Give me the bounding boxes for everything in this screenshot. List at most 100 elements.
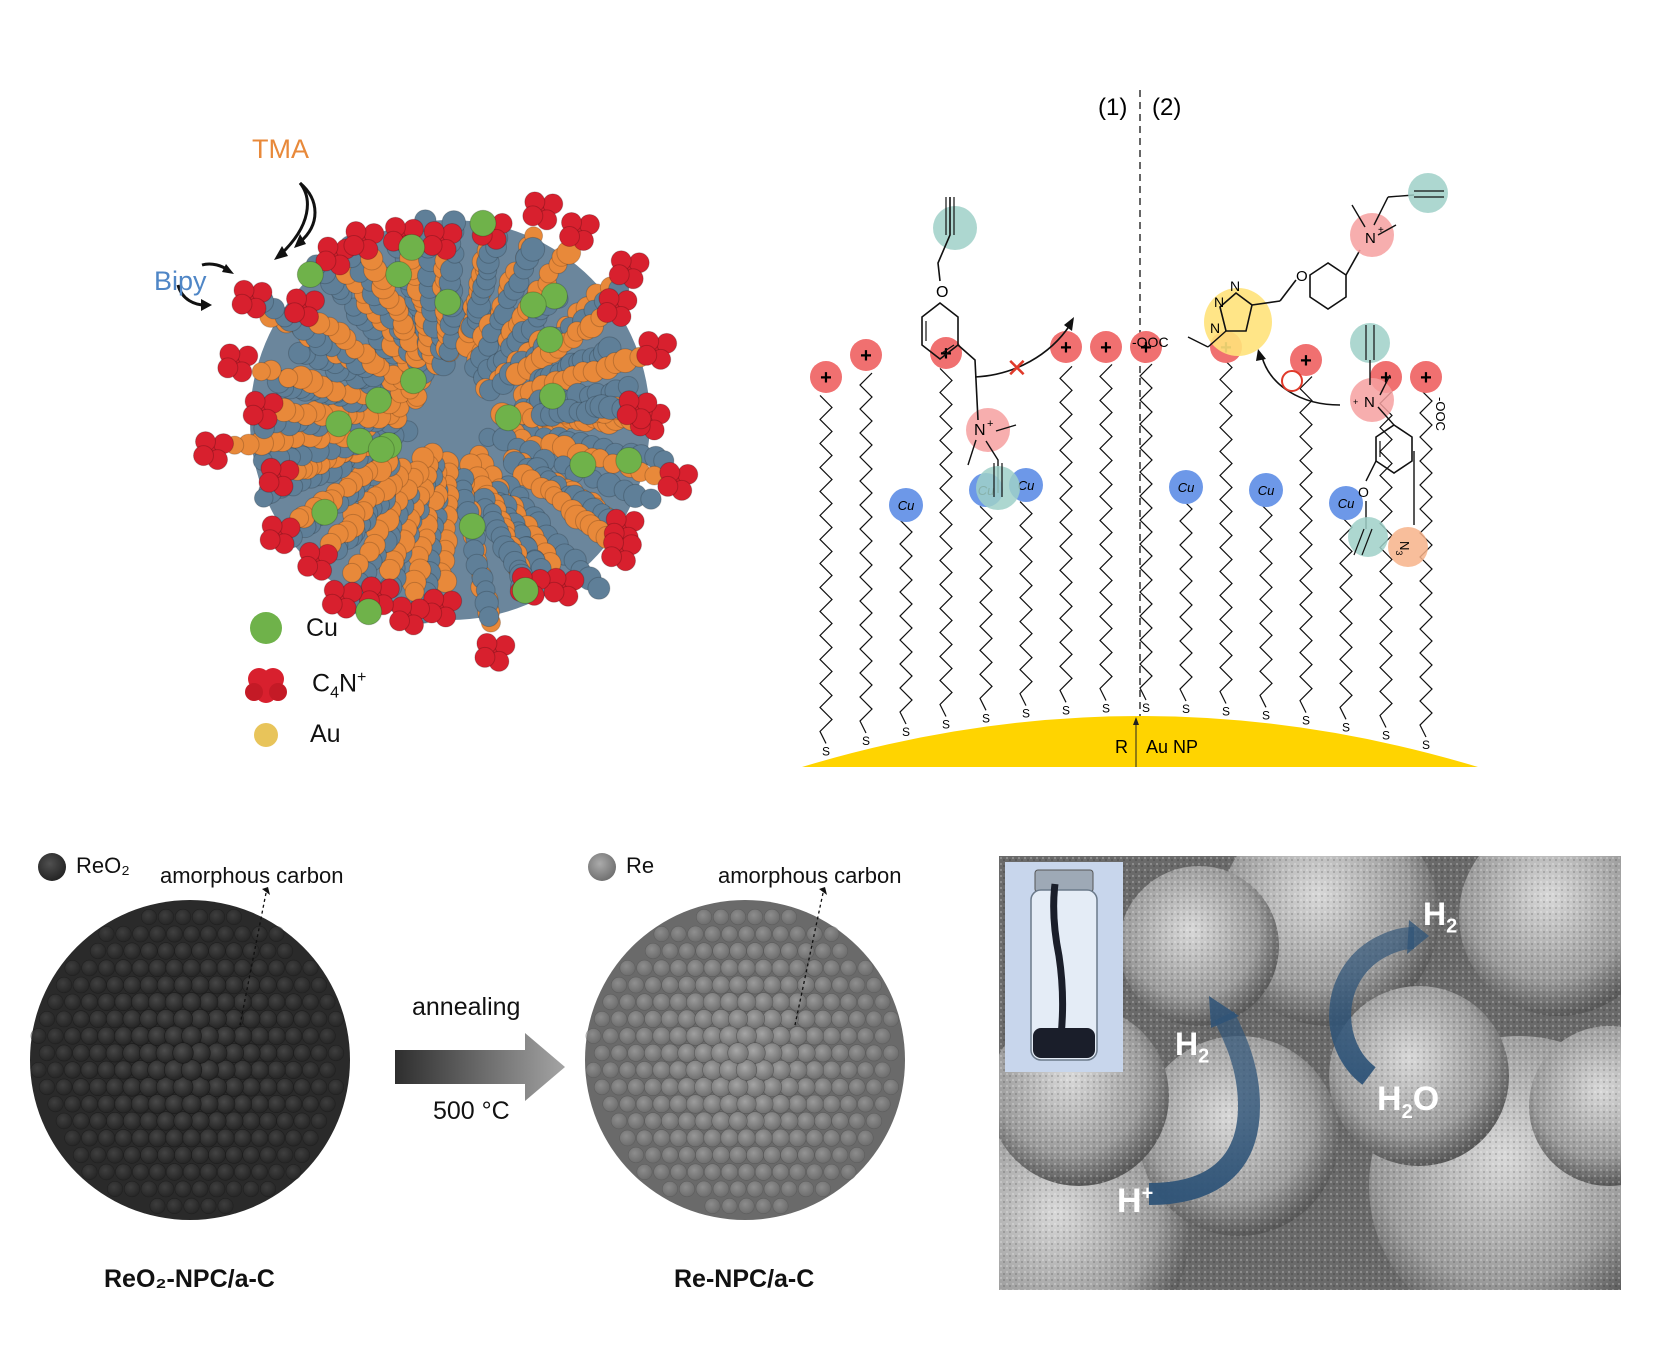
nanoparticle-ball — [89, 976, 107, 994]
nanoparticle-ball — [302, 993, 319, 1011]
nanoparticle-ball — [199, 959, 218, 978]
nanoparticle-ball — [702, 992, 723, 1012]
nanoparticle-ball — [660, 1111, 679, 1130]
nanoparticle-ball — [293, 1078, 311, 1096]
nanoparticle-ball — [652, 1129, 671, 1147]
cu-atom — [325, 410, 353, 438]
nanoparticle-ball — [293, 976, 311, 994]
plus-label: + — [1140, 337, 1152, 359]
nanoparticle-ball — [644, 942, 662, 960]
nanoparticle-ball — [233, 1094, 253, 1114]
ammonium-plus-icon — [810, 361, 842, 393]
nanoparticle-ball — [788, 1163, 806, 1181]
alkyl-chain — [1379, 391, 1393, 728]
nanoparticle-ball — [738, 1197, 755, 1215]
carboxylate-label: -OOC — [1132, 334, 1169, 350]
nanoparticle-ball — [712, 942, 730, 960]
nanoparticle-ball — [140, 1146, 158, 1164]
nanoparticle-ball — [47, 1095, 64, 1113]
nanoparticle-ball — [610, 1044, 628, 1062]
svg-text:+: + — [1378, 225, 1384, 236]
nanoparticle-ball — [694, 1009, 714, 1029]
nanoparticle-ball — [677, 1077, 697, 1097]
nanoparticle-ball — [232, 1026, 253, 1046]
nanoparticle-ball — [181, 1025, 202, 1047]
nanoparticle-ball — [81, 959, 98, 977]
surface-scheme-panel: (1) (2) R Au NP S+S+SCuS+SCuSCuS+S+S+SCu… — [800, 85, 1500, 775]
nanoparticle-ball — [284, 1027, 303, 1045]
nanoparticle-ball — [822, 1129, 841, 1147]
nanoparticle-ball — [770, 1026, 791, 1047]
nanoparticle-ball — [737, 1163, 756, 1181]
nanoparticle-ball — [644, 1112, 662, 1130]
nanoparticle-ball — [644, 1146, 662, 1164]
nanoparticle-ball — [744, 1009, 765, 1030]
nanoparticle-ball — [156, 1009, 176, 1029]
nanoparticle-ball — [796, 1077, 816, 1097]
svg-text:+: + — [1353, 397, 1358, 407]
nanoparticle-ball — [695, 1180, 713, 1198]
amorphous-carbon-label: amorphous carbon — [718, 863, 902, 888]
ammonium-head — [343, 221, 385, 260]
nanoparticle-ball — [251, 1163, 268, 1181]
nanoparticle-ball — [106, 1111, 125, 1130]
nanoparticle-ball — [148, 1128, 167, 1148]
nanoparticle-ball — [831, 976, 849, 994]
nanoparticle-ball — [72, 1078, 90, 1096]
nanoparticle-ball — [618, 1027, 637, 1045]
alkyl-chain — [979, 505, 993, 711]
nanoparticle-ball — [224, 975, 244, 995]
nanoparticle-ball — [686, 1128, 705, 1148]
plus-label: + — [1300, 350, 1312, 372]
nanoparticle-ball — [190, 1111, 210, 1131]
cu-atom — [458, 512, 486, 540]
nanoparticle-ball — [199, 1128, 218, 1148]
nanoparticle-ball — [797, 1146, 815, 1164]
sulfur-atom: S — [1342, 720, 1350, 734]
nanoparticle-ball — [882, 1079, 899, 1096]
h2o-label: H2O — [1377, 1080, 1440, 1123]
ammonium-head — [193, 431, 234, 471]
nanoparticle-ball — [805, 992, 824, 1012]
azide-label: N3 — [1394, 541, 1412, 555]
nanoparticle-ball — [796, 976, 815, 995]
sem-micrograph — [999, 856, 1621, 1290]
ammonium-head — [242, 390, 284, 430]
cu-atom — [434, 288, 462, 316]
nanoparticle-ball — [225, 1146, 243, 1164]
nanoparticle-ball — [172, 1042, 194, 1064]
nanoparticle-ball — [157, 1180, 175, 1198]
alkyne-highlight — [1348, 517, 1388, 557]
nanoparticle-ball — [694, 1111, 714, 1131]
sulfur-atom: S — [902, 725, 910, 739]
nanoparticle-ball — [302, 960, 319, 977]
nanoparticle-ball — [652, 1095, 671, 1114]
nanoparticle-ball — [216, 1163, 235, 1181]
nanoparticle-ball — [677, 1043, 697, 1063]
nanoparticle-ball — [814, 942, 832, 960]
legend-c4n-label: C4N+ — [312, 669, 367, 702]
nanoparticle-ball — [736, 1094, 757, 1115]
nanoparticle-ball — [147, 1094, 168, 1114]
legend-cu: Cu — [248, 610, 338, 646]
nanoparticle-ball — [678, 1146, 696, 1164]
nanoparticle-ball — [55, 976, 73, 994]
ammonium-head — [636, 330, 678, 370]
nanoparticle-ball — [685, 1026, 706, 1046]
nanoparticle-ball — [173, 1111, 193, 1131]
nanoparticle-ball — [268, 926, 285, 942]
nanoparticle-ball — [310, 977, 327, 994]
nanoparticle-ball — [293, 1010, 311, 1028]
nanoparticle-ball — [610, 976, 628, 994]
nanoparticle-ball — [173, 975, 193, 995]
nanoparticle-ball — [644, 1010, 662, 1028]
nanoparticle-ball — [319, 1095, 336, 1113]
plus-label: + — [1100, 337, 1112, 359]
nanoparticle-ball — [215, 1094, 236, 1114]
ammonium-plus-icon — [1090, 331, 1122, 363]
nanoparticle-ball — [105, 1077, 125, 1097]
nanoparticle-ball — [174, 942, 192, 960]
nanoparticle-ball — [191, 1180, 209, 1198]
nanoparticle-ball — [89, 1146, 107, 1164]
